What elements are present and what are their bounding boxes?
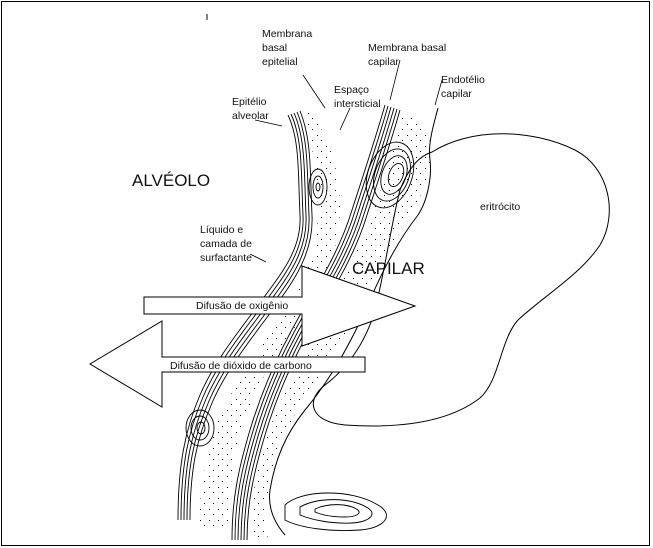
label-espaco-intersticial: Espaço intersticial — [334, 84, 381, 110]
label-capilar: CAPILAR — [352, 259, 425, 278]
label-membrana-basal-capilar: Membrana basal capilar — [368, 42, 449, 68]
label-alveolo: ALVÉOLO — [132, 171, 210, 190]
nucleus-bottom — [285, 493, 386, 531]
label-endotelio-capilar: Endotélio capilar — [441, 74, 488, 100]
label-epitelio-alveolar: Epitélio alveolar — [232, 96, 269, 122]
label-liquido-surfactante: Líquido e camada de surfactante — [200, 224, 255, 264]
label-membrana-basal-epitelial: Membrana basal epitelial — [262, 28, 315, 68]
label-difusao-co2: Difusão de dióxido de carbono — [170, 360, 312, 372]
label-eritrocito: eritrócito — [480, 201, 520, 213]
label-difusao-oxigenio: Difusão de oxigênio — [196, 300, 288, 312]
